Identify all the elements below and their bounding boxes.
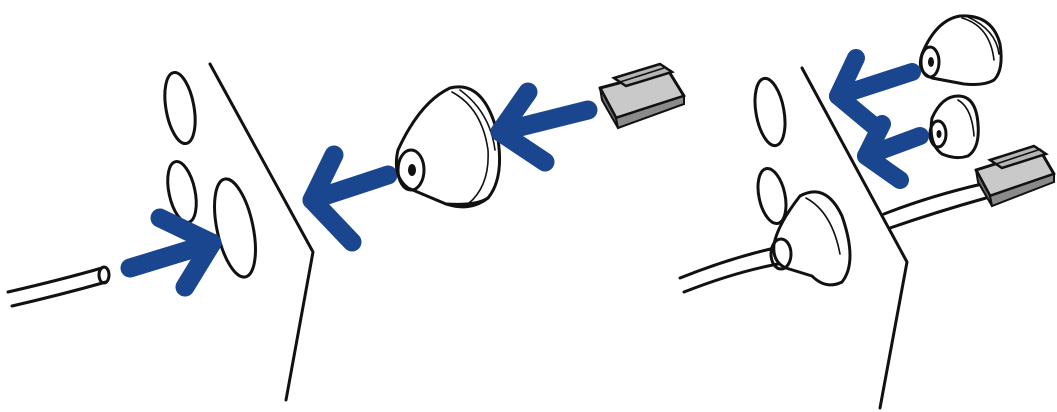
installed-grommet-icon — [769, 190, 852, 287]
cable-hole-open — [213, 177, 257, 279]
cable-hole-top — [163, 70, 197, 146]
arrow-icon — [120, 208, 222, 297]
large-grommet-icon — [918, 14, 1003, 86]
cable-left-side — [678, 246, 780, 294]
cable-right-side — [882, 182, 988, 230]
panel-after — [678, 14, 1056, 410]
arrow-icon — [829, 49, 921, 135]
grommet-icon — [394, 85, 502, 209]
cable-left — [6, 265, 111, 308]
arrow-icon — [302, 145, 398, 252]
cable-hole-top — [753, 76, 787, 148]
panel-before — [6, 62, 686, 402]
wall-panel — [800, 66, 909, 410]
cable-hole-middle — [756, 166, 788, 226]
wall-panel — [208, 62, 315, 402]
small-grommet-icon — [928, 94, 980, 160]
arrow-icon — [490, 82, 598, 172]
rj45-connector-icon — [598, 62, 686, 130]
arrow-icon — [857, 115, 929, 189]
rj45-connector-icon — [974, 144, 1056, 208]
